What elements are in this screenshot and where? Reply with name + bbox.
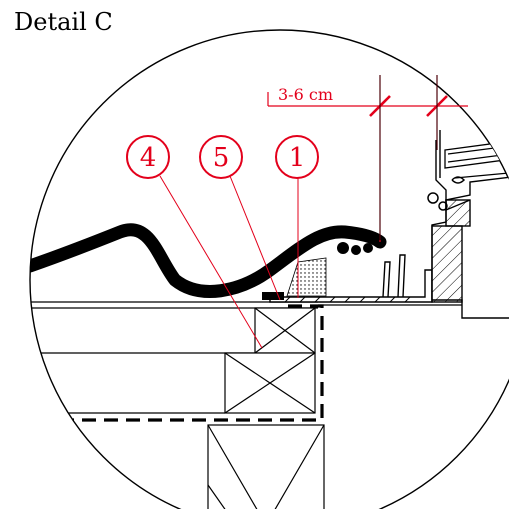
batten-square-upper (254, 307, 316, 354)
callout-1-number: 1 (289, 143, 306, 173)
roof-tile-outline (30, 223, 387, 298)
callout-leaders (159, 175, 299, 349)
gasket-seals (427, 176, 466, 211)
detail-circle (29, 29, 509, 513)
membrane-dashed (60, 304, 324, 422)
gutter-ticks (284, 296, 411, 303)
batten-square-lower (224, 352, 316, 414)
gutter-ribs (382, 254, 406, 298)
tile-nose (337, 242, 373, 255)
rafter-post (207, 424, 325, 513)
fixing-clip (262, 292, 284, 300)
detail-title: Detail C (14, 8, 113, 36)
dimension-label: 3-6 cm (278, 85, 333, 104)
dimension-extension-lines (379, 75, 438, 240)
callout-5: 5 (199, 135, 243, 179)
callout-5-number: 5 (213, 143, 230, 173)
window-frame (431, 130, 509, 319)
callout-4: 4 (126, 135, 170, 179)
callout-4-number: 4 (140, 143, 157, 173)
callout-1: 1 (275, 135, 319, 179)
sealing-foam (286, 257, 327, 297)
